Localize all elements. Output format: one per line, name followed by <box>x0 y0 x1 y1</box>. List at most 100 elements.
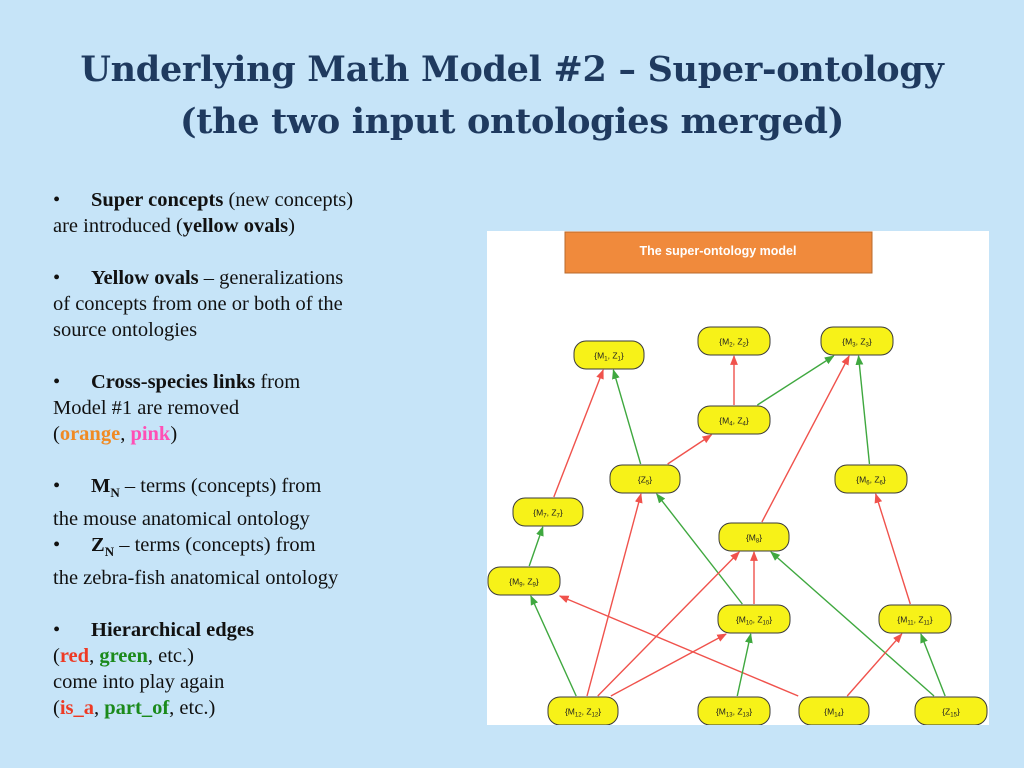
bullet-dot: • <box>53 189 61 211</box>
bullet-text: , <box>94 697 105 720</box>
node-label: {M11, Z11} <box>897 615 932 627</box>
node-m2z2: {M2, Z2} <box>697 326 771 356</box>
node-oval <box>834 464 908 494</box>
node-label: {M13, Z13} <box>716 707 752 719</box>
node-label: {M4, Z4} <box>719 416 749 428</box>
bullet-dot: • <box>53 475 61 497</box>
node-label: {Z5} <box>638 475 652 487</box>
node-label: {M6, Z6} <box>856 475 886 487</box>
bullet-list: •Super concepts (new concepts) are intro… <box>53 187 453 721</box>
node-m9z9: {M9, Z9} <box>487 566 561 596</box>
bullet-super-concepts: •Super concepts (new concepts) <box>53 187 453 213</box>
diagram-canvas: The super-ontology model {M1, Z1} {M2, Z2… <box>487 231 988 725</box>
bullet-text: – terms (concepts) from <box>114 534 316 557</box>
word-pink: pink <box>130 423 171 445</box>
bullet-line: the mouse anatomical ontology <box>53 508 310 531</box>
bullet-dot: • <box>53 619 61 642</box>
term-subscript: N <box>104 544 115 560</box>
node-label: {Z15} <box>942 707 960 719</box>
bullet-dot: • <box>53 371 61 393</box>
edge-green-m9z9-to-m7z7 <box>528 526 544 567</box>
edge-red-m11z11-to-m6z6 <box>874 493 911 605</box>
bullet-dot: • <box>53 267 61 289</box>
node-label: {M2, Z2} <box>719 337 749 349</box>
bullet-text: , <box>89 645 100 668</box>
bullet-text: ( <box>53 423 60 445</box>
edge-red-m14-to-m9z9 <box>558 595 799 697</box>
bullet-text: , etc.) <box>169 697 216 720</box>
node-label: {M7, Z7} <box>533 508 563 520</box>
node-oval <box>512 497 584 527</box>
bullet-zn: • ZN – terms (concepts) from <box>53 532 453 565</box>
node-m6z6: {M6, Z6} <box>834 464 908 494</box>
bullet-line: come into play again <box>53 671 225 694</box>
node-oval <box>717 604 791 634</box>
bullet-line: are introduced (yellow ovals) <box>53 213 453 239</box>
node-m7z7: {M7, Z7} <box>512 497 584 527</box>
bullet-text: from <box>255 371 301 393</box>
bullet-line: the zebra-fish anatomical ontology <box>53 567 339 590</box>
bullet-dot: • <box>53 534 61 557</box>
edge-layer <box>528 355 946 697</box>
node-oval <box>547 696 619 725</box>
bullet-line: source ontologies <box>53 319 198 341</box>
bullet-hierarchical-edges: •Hierarchical edges <box>53 617 453 643</box>
edge-green-z15-to-m8 <box>770 551 935 697</box>
node-label: {M12, Z12} <box>565 707 601 719</box>
word-orange: orange <box>59 423 121 445</box>
edge-red-m14-to-m11z11 <box>846 633 903 697</box>
node-oval <box>573 340 645 370</box>
bullet-line: (orange, pink) <box>53 421 453 447</box>
term-zn: ZN <box>91 534 115 560</box>
bullet-text: , etc.) <box>147 645 194 668</box>
bullet-text: ( <box>53 697 60 720</box>
node-m8: {M8} <box>718 522 790 552</box>
node-oval <box>798 696 870 725</box>
bullet-text: ) <box>170 423 178 445</box>
word-green: green <box>99 645 148 668</box>
node-label: {M3, Z3} <box>842 337 872 349</box>
term-letter: M <box>91 475 111 497</box>
bullet-line: (is_a, part_of, etc.) <box>53 695 453 721</box>
title-line-1: Underlying Math Model #2 – Super-ontolog… <box>80 49 944 90</box>
edge-green-m10z10-to-z5 <box>656 493 743 605</box>
slide-title: Underlying Math Model #2 – Super-ontolog… <box>0 44 1024 148</box>
bullet-line: Model #1 are removed <box>53 397 240 419</box>
edge-red-z5-to-m4z4 <box>667 434 713 465</box>
node-m3z3: {M3, Z3} <box>820 326 894 356</box>
edge-green-m13z13-to-m10z10 <box>736 633 753 697</box>
term-mn: MN <box>91 475 120 501</box>
node-label: {M14} <box>824 707 844 719</box>
node-oval <box>718 522 790 552</box>
bullet-text: are introduced ( <box>53 215 183 237</box>
term-yellow-ovals: yellow ovals <box>182 215 289 237</box>
bullet-text: ) <box>288 215 295 237</box>
node-oval <box>487 566 561 596</box>
edge-green-m6z6-to-m3z3 <box>855 355 871 465</box>
term-super-concepts: Super concepts <box>91 189 224 211</box>
word-part-of: part_of <box>104 697 170 720</box>
bullet-text: – generalizations <box>198 267 344 289</box>
node-label: {M1, Z1} <box>594 351 624 363</box>
bullet-line: (red, green, etc.) <box>53 643 453 669</box>
node-oval <box>697 405 771 435</box>
edge-green-z15-to-m11z11 <box>920 633 946 697</box>
bullet-text: – terms (concepts) from <box>119 475 322 497</box>
node-m10z10: {M10, Z10} <box>717 604 791 634</box>
header-text: The super-ontology model <box>640 244 797 258</box>
title-line-2: (the two input ontologies merged) <box>180 101 844 142</box>
term-cross-species-links: Cross-species links <box>91 371 256 393</box>
bullet-text: , <box>120 423 131 445</box>
node-layer: {M1, Z1} {M2, Z2} {M3, Z3} {M4, Z4} {Z5} {M6,… <box>487 326 988 725</box>
edge-red-m12z12-to-m10z10 <box>610 633 727 697</box>
edge-green-z5-to-m1z1 <box>612 369 642 465</box>
bullet-line: of concepts from one or both of the <box>53 293 343 315</box>
node-label: {M8} <box>746 533 762 545</box>
term-subscript: N <box>110 485 120 501</box>
edge-red-m8-to-m3z3 <box>761 355 850 523</box>
node-oval <box>878 604 952 634</box>
bullet-cross-species: • Cross-species links from <box>53 369 453 395</box>
node-m11z11: {M11, Z11} <box>878 604 952 634</box>
edge-red-m12z12-to-m8 <box>597 551 740 697</box>
word-red: red <box>59 645 90 668</box>
